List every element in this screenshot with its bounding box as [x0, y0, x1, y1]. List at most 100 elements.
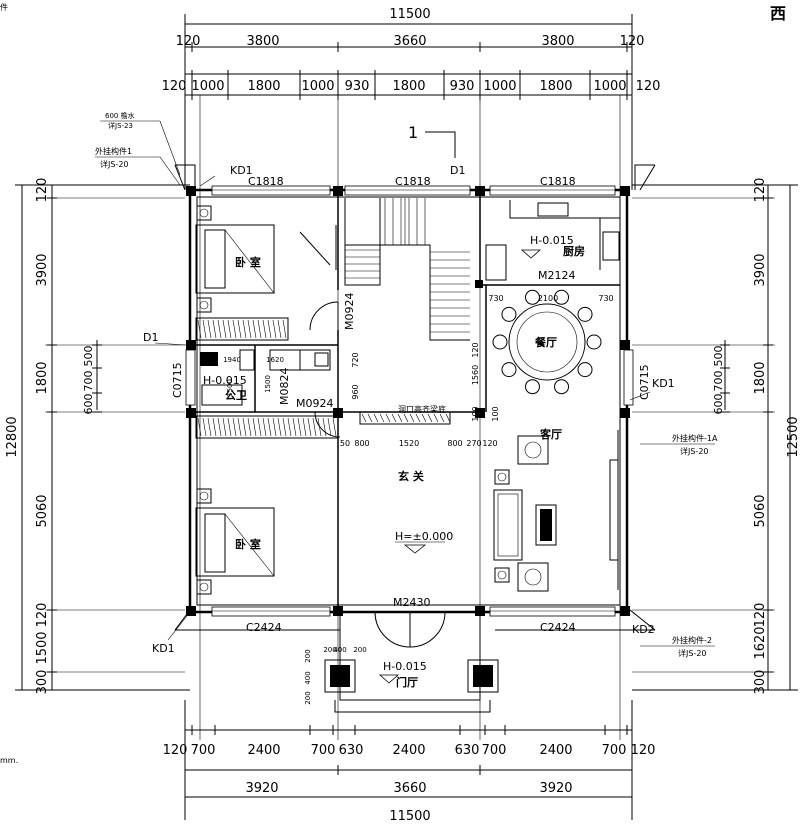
bottom-dim-row1-value: 700 — [311, 743, 336, 758]
bottom-dimension-lines — [184, 700, 633, 820]
dining-chair — [524, 379, 540, 395]
dining-chair — [577, 362, 593, 378]
dining-chair — [554, 289, 570, 305]
tag-d1-left: D1 — [143, 331, 158, 344]
room-dining: 餐厅 — [534, 335, 557, 349]
opening-note: 洞口高齐梁底 — [398, 404, 446, 414]
tag-kd1-top: KD1 — [230, 164, 253, 177]
left-dim-row1-value: 120 — [35, 178, 50, 203]
right-dim-row1-value: 120 — [753, 603, 768, 628]
left-dimension-lines — [15, 184, 190, 691]
dining-dim-value: 2100 — [538, 294, 558, 303]
tag-kd2: KD2 — [632, 623, 655, 636]
top-dim-row3-value: 1000 — [301, 79, 334, 94]
mid-dim-value: 1500 — [226, 379, 234, 397]
hall-dim-value: 270 — [466, 439, 481, 448]
bed-top — [195, 205, 275, 313]
right-dim-row1-value: 3900 — [753, 253, 768, 286]
door-m0824: M0824 — [278, 368, 291, 406]
bottom-dim-row1-value: 120 — [163, 743, 188, 758]
right-dim-row1-value: 1620 — [753, 626, 768, 659]
h-kitchen: H-0.015 — [530, 234, 574, 247]
bottom-dim-row1-value: 700 — [191, 743, 216, 758]
top-dim-row3-value: 1000 — [191, 79, 224, 94]
top-dim-row3-value: 1800 — [392, 79, 425, 94]
left-dim-row1-value: 1500 — [35, 631, 50, 664]
right-dim-row2-value: 500 — [712, 346, 725, 367]
staircase — [299, 198, 470, 341]
mid-dim-value: 720 — [351, 352, 360, 367]
h-bath: H-0.015 — [203, 374, 247, 387]
ext-2: 外挂构件-2 — [672, 635, 712, 645]
top-total-dim: 11500 — [389, 7, 430, 22]
top-dim-row3-value: 1800 — [539, 79, 572, 94]
section-mark: 1 — [408, 123, 418, 142]
dining-dim-value: 730 — [488, 294, 503, 303]
porch-dim-value: 200 — [304, 649, 312, 662]
bottom-dim-row1-value: 2400 — [539, 743, 572, 758]
door-m2124: M2124 — [538, 269, 576, 282]
window-c0715-left: C0715 — [171, 362, 184, 398]
top-dim-row2-value: 3660 — [393, 34, 426, 49]
hall-dim-value: 1520 — [399, 439, 419, 448]
top-dim-row3-value: 1000 — [593, 79, 626, 94]
mid-dim-value: 960 — [351, 384, 360, 399]
right-dim-row1-value: 1800 — [753, 361, 768, 394]
window-c1818-b: C1818 — [395, 175, 431, 188]
top-dim-row2-value: 3800 — [246, 34, 279, 49]
right-dim-row2-value: 600 — [712, 394, 725, 415]
windows — [185, 185, 634, 617]
left-dim-row2-value: 700 — [82, 371, 95, 392]
hall-dim-value: 800 — [447, 439, 462, 448]
top-dim-row2-value: 3800 — [541, 34, 574, 49]
left-dim-row1-value: 1800 — [35, 361, 50, 394]
left-dim-row1-value: 120 — [35, 603, 50, 628]
left-dim-row2-value: 600 — [82, 394, 95, 415]
unit-note: mm. — [0, 756, 18, 765]
bottom-dim-row1-value: 700 — [482, 743, 507, 758]
door-swings — [309, 301, 446, 648]
mid-dim-value: 120 — [471, 342, 480, 357]
top-dim-row3-value: 120 — [162, 79, 187, 94]
dining-chair — [554, 379, 570, 395]
dining-chair — [586, 334, 602, 350]
corner-text: 件 — [0, 2, 8, 12]
dining-chair — [524, 289, 540, 305]
top-dim-row2-value: 120 — [620, 34, 645, 49]
porch-dim-value: 200 — [353, 646, 366, 654]
dining-chair — [501, 306, 517, 322]
window-c1818-a: C1818 — [248, 175, 284, 188]
bottom-dim-row1-value: 630 — [339, 743, 364, 758]
top-dim-row3-value: 120 — [636, 79, 661, 94]
kitchen-fixtures — [485, 200, 620, 281]
window-c1818-c: C1818 — [540, 175, 576, 188]
bath-dim-value: 1620 — [266, 356, 284, 364]
porch-dim-value: 400 — [333, 646, 346, 654]
bottom-total-dim: 11500 — [389, 809, 430, 824]
hall-dim-value: 50 — [340, 439, 350, 448]
ext-1a-ref: 详JS-20 — [680, 446, 709, 456]
left-dim-row1-value: 3900 — [35, 253, 50, 286]
ext-2-ref: 详JS-20 — [678, 648, 707, 658]
bottom-dim-row2-value: 3920 — [539, 781, 572, 796]
bottom-dim-row1-value: 120 — [631, 743, 656, 758]
top-dim-row3-value: 1000 — [483, 79, 516, 94]
room-bedroom-bottom: 卧 室 — [235, 537, 261, 551]
right-dimension-lines — [632, 184, 798, 691]
left-total-dim: 12800 — [5, 416, 20, 457]
tag-kd1-bottom: KD1 — [152, 642, 175, 655]
door-m2430: M2430 — [393, 596, 431, 609]
window-c2424-b: C2424 — [540, 621, 576, 634]
dining-chair — [492, 334, 508, 350]
ext-1: 外挂构件1 — [95, 146, 132, 156]
window-c2424-a: C2424 — [246, 621, 282, 634]
ext-1-ref: 详JS-20 — [100, 159, 129, 169]
dining-dim-value: 730 — [598, 294, 613, 303]
porch-dim-value: 200 — [304, 691, 312, 704]
